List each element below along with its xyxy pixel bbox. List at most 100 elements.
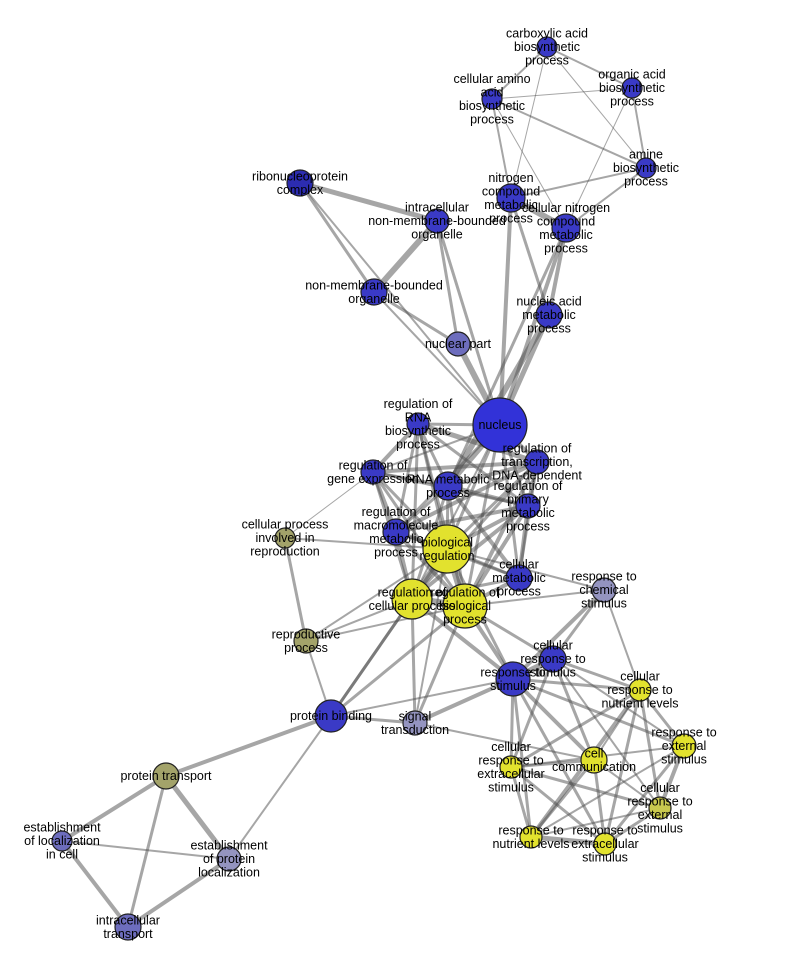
node-carboxylic[interactable] — [536, 36, 558, 58]
node-label-nucleus: nucleus — [478, 418, 521, 432]
edge-cellular_process_repro-reg_gene — [284, 471, 374, 539]
edge-cell_communication-resp_extracellular — [592, 758, 607, 846]
node-reg_transcription[interactable] — [524, 449, 550, 475]
edge-resp_stimulus-resp_external — [511, 677, 686, 748]
edge-reg_transcription-reg_biological — [463, 460, 539, 608]
node-nmbo[interactable] — [360, 278, 388, 306]
edge-resp_stimulus-resp_nutrient — [511, 677, 533, 839]
edge-amine-nitrogen — [510, 167, 647, 199]
edge-carboxylic-amine — [546, 46, 647, 169]
edge-cellular_resp_extracellular-resp_extracellular — [509, 765, 607, 846]
edge-reg_rna-reg_cellular — [410, 422, 420, 601]
edge-est_localization_cell-intracellular_transport — [60, 839, 130, 929]
node-nuclear_part[interactable] — [445, 331, 471, 357]
edge-resp_chemical-cellular_resp_nutrient — [603, 589, 641, 691]
node-reg_biological[interactable] — [442, 583, 488, 629]
edge-reg_cellular-signal_transduction — [410, 597, 417, 725]
node-reg_rna[interactable] — [406, 412, 430, 436]
node-reg_cellular[interactable] — [391, 578, 433, 620]
edge-resp_external-resp_nutrient — [530, 745, 685, 838]
edge-cellular_process_repro-reproductive — [283, 536, 308, 643]
edge-organic-cellular_amino — [491, 87, 633, 100]
node-resp_chemical[interactable] — [591, 577, 617, 603]
edge-reg_transcription-rna_metabolic — [446, 460, 539, 488]
edge-cellular_resp_extracellular-cellular_resp_external — [509, 765, 662, 810]
edge-cellular_resp_external-resp_nutrient — [530, 807, 661, 838]
node-reg_gene[interactable] — [360, 459, 386, 485]
node-amine[interactable] — [635, 157, 657, 179]
edge-reg_biological-resp_chemical — [464, 589, 605, 607]
node-nitrogen[interactable] — [496, 183, 526, 213]
node-est_localization_cell[interactable] — [51, 830, 73, 852]
node-cellular_resp_nutrient[interactable] — [628, 678, 652, 702]
node-cellular_amino[interactable] — [481, 88, 503, 110]
node-rna_metabolic[interactable] — [433, 471, 463, 501]
node-reg_macromolecule[interactable] — [382, 518, 410, 546]
node-nucleic_acid[interactable] — [535, 301, 563, 329]
node-ribonucleoprotein[interactable] — [286, 169, 314, 197]
node-intracellular_transport[interactable] — [114, 913, 142, 941]
edge-resp_stimulus-cell_communication — [511, 677, 596, 762]
node-protein_transport[interactable] — [152, 762, 180, 790]
edge-est_protein_localization-intracellular_transport — [126, 857, 231, 929]
node-cellular_resp_stimulus[interactable] — [539, 645, 567, 673]
node-reproductive[interactable] — [293, 628, 319, 654]
node-cellular_metabolic[interactable] — [505, 564, 533, 592]
node-organic[interactable] — [621, 77, 643, 99]
edge-ribonucleoprotein-nucleus — [299, 182, 501, 426]
edge-cell_communication-signal_transduction — [414, 722, 595, 761]
node-nucleus[interactable] — [472, 397, 528, 453]
node-reg_primary[interactable] — [515, 493, 541, 519]
edge-resp_nutrient-resp_extracellular — [528, 834, 608, 847]
node-resp_stimulus[interactable] — [495, 661, 531, 697]
node-intracellular_nmbo[interactable] — [424, 208, 450, 234]
node-signal_transduction[interactable] — [402, 710, 428, 736]
node-cellular_resp_external[interactable] — [648, 796, 672, 820]
node-resp_extracellular[interactable] — [593, 832, 617, 856]
edge-reg_biological-reproductive — [305, 605, 466, 642]
node-resp_nutrient[interactable] — [519, 825, 543, 849]
edge-protein_transport-est_protein_localization — [163, 773, 232, 862]
node-cellular_process_repro[interactable] — [274, 527, 296, 549]
edge-cellular_resp_stimulus-cell_communication — [551, 657, 596, 762]
node-label-protein_transport: protein transport — [120, 769, 212, 783]
node-resp_external[interactable] — [671, 733, 697, 759]
node-est_protein_localization[interactable] — [216, 846, 242, 872]
edge-carboxylic-cellular_amino — [491, 46, 548, 100]
edge-intracellular_nmbo-nuclear_part — [435, 219, 460, 346]
edge-cellular_nitrogen-nucleus — [498, 226, 568, 427]
node-cell_communication[interactable] — [580, 746, 608, 774]
edge-carboxylic-nitrogen — [510, 46, 548, 199]
node-cellular_resp_extracellular[interactable] — [499, 755, 523, 779]
node-biological_regulation[interactable] — [422, 524, 472, 574]
edge-resp_stimulus-signal_transduction — [413, 677, 515, 725]
edge-reg_cellular-resp_stimulus — [410, 597, 515, 681]
node-cellular_nitrogen[interactable] — [551, 213, 581, 243]
node-protein_binding[interactable] — [314, 699, 348, 733]
